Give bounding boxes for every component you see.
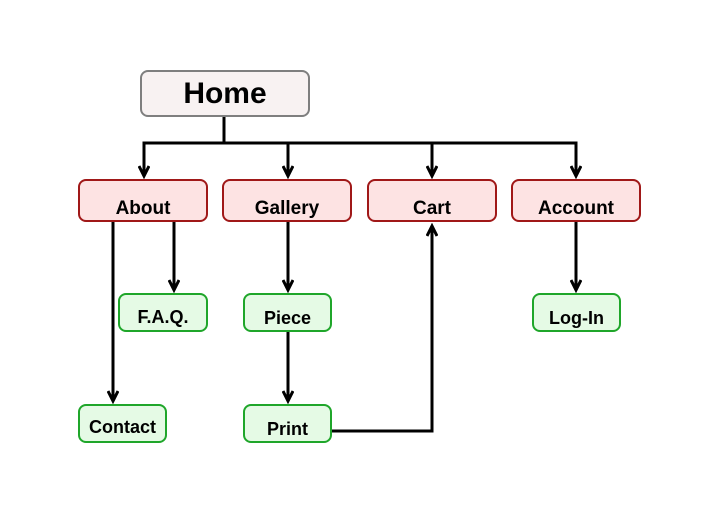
node-gallery: Gallery — [222, 179, 352, 222]
node-login: Log-In — [532, 293, 621, 332]
node-cart-label: Cart — [412, 197, 451, 219]
edge-print-to-cart — [332, 226, 432, 433]
node-account-label: Account — [538, 197, 614, 219]
node-gallery-label: Gallery — [254, 197, 320, 219]
node-home-label: Home — [183, 76, 267, 110]
node-account: Account — [511, 179, 641, 222]
node-piece: Piece — [243, 293, 332, 332]
node-piece-label: Piece — [263, 308, 312, 328]
node-faq-label: F.A.Q. — [137, 307, 189, 327]
edge-home-to-account — [222, 117, 576, 176]
node-contact-label: Contact — [89, 417, 156, 437]
node-about: About — [78, 179, 208, 222]
node-about-label: About — [115, 197, 171, 219]
edge-home-to-gallery — [222, 117, 288, 176]
node-contact: Contact — [78, 404, 167, 443]
node-print-label: Print — [266, 419, 308, 439]
edge-home-to-about — [144, 117, 226, 176]
node-login-label: Log-In — [549, 308, 604, 328]
edge-layer — [113, 117, 576, 433]
node-print: Print — [243, 404, 332, 443]
edge-home-to-cart — [222, 117, 432, 176]
node-faq: F.A.Q. — [118, 293, 208, 332]
node-cart: Cart — [367, 179, 497, 222]
node-home: Home — [140, 70, 310, 117]
